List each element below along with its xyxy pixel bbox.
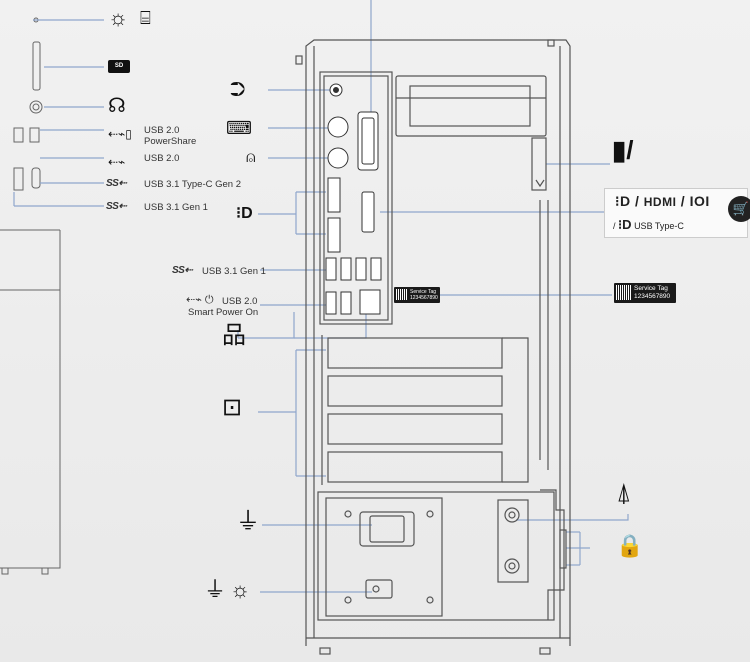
lock-icon: 🔒 — [616, 533, 644, 558]
usb-typec-label: USB Type-C — [634, 221, 684, 231]
usb-icon: ⇠⌁▯ — [108, 127, 132, 141]
displayport-icon-small: ⁝D — [618, 217, 632, 232]
service-tag-large-line2: 1234567890 — [634, 293, 671, 300]
front-panel — [0, 17, 61, 575]
service-tag-large: Service Tag 1234567890 — [614, 283, 677, 303]
mouse-icon: ⍝ — [246, 149, 256, 166]
ss-icon: SS⇠ — [106, 201, 127, 212]
usb-typec-row: / ⁝D USB Type-C — [613, 217, 684, 232]
sun-icon-2: ☼ — [230, 577, 251, 602]
expansion-card-icon: ⊡ — [222, 394, 243, 421]
usb20-smart-label-a: USB 2.0 — [222, 296, 258, 307]
video-ports-box: ⁝D / HDMI / IOI / ⁝D USB Type-C — [604, 188, 748, 238]
cable-cover-icon: ▮/ — [612, 135, 634, 165]
io-ports — [325, 83, 382, 315]
keyboard-icon: ⌨ — [226, 118, 252, 138]
barcode-large — [616, 285, 631, 300]
video-ports-row: ⁝D / HDMI / IOI — [615, 193, 710, 209]
power-plug-icon-2: ⏚ — [204, 577, 227, 602]
usb20-smart-label-b: Smart Power On — [188, 307, 259, 318]
ss-icon-center: SS⇠ — [172, 265, 193, 276]
sun-icon: ☼ — [108, 5, 129, 30]
service-tag-small-line2: 1234567890 — [410, 295, 438, 301]
usb20-powershare-line2: PowerShare — [144, 136, 197, 147]
usb31-gen1-left-label: USB 3.1 Gen 1 — [144, 202, 208, 213]
usb31-gen1-center-label: USB 3.1 Gen 1 — [202, 266, 266, 277]
hdmi-label: HDMI — [643, 195, 677, 209]
cart-icon[interactable]: 🛒 — [728, 196, 750, 222]
displayport-icon: ⁝D — [236, 205, 253, 222]
service-tag-large-line1: Service Tag — [634, 285, 668, 292]
usb-power-icon: ⇠⌁ ⏻ — [186, 294, 214, 306]
callout-lines — [13, 0, 629, 593]
line-out-icon: ⮊ — [230, 79, 246, 101]
antenna-icon: ⍋ — [616, 477, 632, 507]
usb20-powershare-label: USB 2.0 PowerShare — [144, 125, 196, 147]
drive-icon: ⌸ — [140, 8, 151, 28]
usb-icon: ⇠⌁ — [108, 155, 126, 169]
usb20-label: USB 2.0 — [144, 153, 180, 164]
ss10-icon: SS⇠ — [106, 178, 127, 189]
headset-icon: ☊ — [108, 95, 126, 117]
barcode-small — [396, 289, 407, 300]
service-tag-small-line1: Service Tag — [410, 289, 437, 295]
chassis — [295, 39, 571, 655]
usb31-typec-gen2-label: USB 3.1 Type-C Gen 2 — [144, 179, 241, 190]
usb20-powershare-line1: USB 2.0 — [144, 125, 180, 136]
vga-label: IOI — [689, 193, 710, 209]
power-plug-icon: ⏚ — [236, 508, 260, 535]
sd-badge: SD — [108, 60, 130, 73]
displayport-icon-right: ⁝D — [615, 193, 631, 209]
network-icon: 品 — [222, 322, 246, 349]
service-tag-small: Service Tag 1234567890 — [394, 287, 440, 303]
